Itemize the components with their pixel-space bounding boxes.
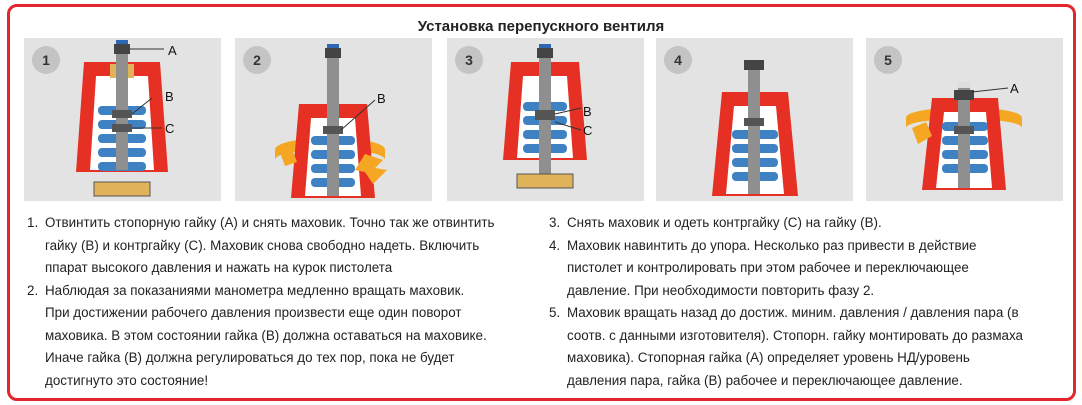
- step-number: 3: [455, 46, 483, 74]
- instructions-left: 1. Отвинтить стопорную гайку (A) и снять…: [27, 212, 535, 392]
- step-number: 5: [874, 46, 902, 74]
- label-a: A: [1010, 81, 1019, 96]
- instruction-line: Маховик вращать назад до достиж. миним. …: [567, 305, 1019, 320]
- label-b: B: [583, 104, 592, 119]
- label-c: C: [165, 121, 175, 136]
- instruction-line: Иначе гайка (B) должна регулироваться до…: [45, 350, 455, 365]
- instruction-item-4: 4. Маховик навинтить до упора. Несколько…: [549, 235, 1064, 303]
- outer-frame: [7, 4, 1076, 401]
- step-panel-4: 4: [656, 38, 853, 201]
- label-a: A: [168, 43, 177, 58]
- instruction-line: Отвинтить стопорную гайку (A) и снять ма…: [45, 215, 495, 230]
- label-b: B: [377, 91, 386, 106]
- instruction-line: ппарат высокого давления и нажать на кур…: [45, 260, 393, 275]
- valve-illustration-5: [906, 82, 1022, 190]
- instruction-number: 4.: [549, 237, 561, 253]
- instruction-line: пистолет и контролировать при этом рабоч…: [567, 260, 969, 275]
- instruction-line: При достижении рабочего давления произве…: [45, 305, 462, 320]
- label-b: B: [165, 89, 174, 104]
- instruction-number: 1.: [27, 215, 39, 230]
- instruction-item-3: 3. Снять маховик и одеть контргайку (C) …: [549, 212, 1064, 235]
- instruction-item-1: 1. Отвинтить стопорную гайку (A) и снять…: [27, 212, 535, 280]
- instructions-right: 3. Снять маховик и одеть контргайку (C) …: [549, 212, 1064, 392]
- instruction-line: давления пара, гайка (B) рабочее и перек…: [567, 372, 963, 388]
- instruction-number: 2.: [27, 282, 39, 298]
- step-number: 4: [664, 46, 692, 74]
- step-panel-3: 3 B C: [447, 38, 644, 201]
- instruction-line: маховика. В этом состоянии гайка (B) дол…: [45, 327, 487, 343]
- instruction-number: 5.: [549, 305, 561, 320]
- diagram-title: Установка перепускного вентиля: [417, 18, 665, 35]
- valve-illustration-2: [275, 44, 387, 198]
- step-number: 1: [32, 46, 60, 74]
- step-panel-2: 2 B: [235, 38, 432, 201]
- valve-illustration-1: [76, 40, 168, 197]
- step-number: 2: [243, 46, 271, 74]
- step-panel-1: 1 A B C: [24, 38, 221, 201]
- instruction-line: Маховик навинтить до упора. Несколько ра…: [567, 237, 977, 253]
- valve-illustration-3: [503, 44, 587, 189]
- instruction-line: давление. При необходимости повторить фа…: [567, 282, 875, 298]
- label-c: C: [583, 123, 593, 138]
- instruction-item-2: 2. Наблюдая за показаниями манометра мед…: [27, 280, 535, 393]
- valve-illustration-4: [712, 60, 798, 196]
- instruction-line: соотв. с данными изготовителя). Стопорн.…: [567, 327, 1023, 343]
- instruction-line: Наблюдая за показаниями манометра медлен…: [45, 282, 465, 298]
- instruction-item-5: 5. Маховик вращать назад до достиж. мини…: [549, 302, 1064, 392]
- instruction-number: 3.: [549, 215, 561, 230]
- instruction-line: Снять маховик и одеть контргайку (C) на …: [567, 215, 882, 230]
- instruction-line: маховика). Стопорная гайка (A) определяе…: [567, 350, 970, 365]
- instruction-line: достигнуто это состояние!: [45, 372, 209, 388]
- step-panel-5: 5 A: [866, 38, 1063, 201]
- instruction-line: гайку (B) и контргайку (C). Маховик снов…: [45, 237, 480, 253]
